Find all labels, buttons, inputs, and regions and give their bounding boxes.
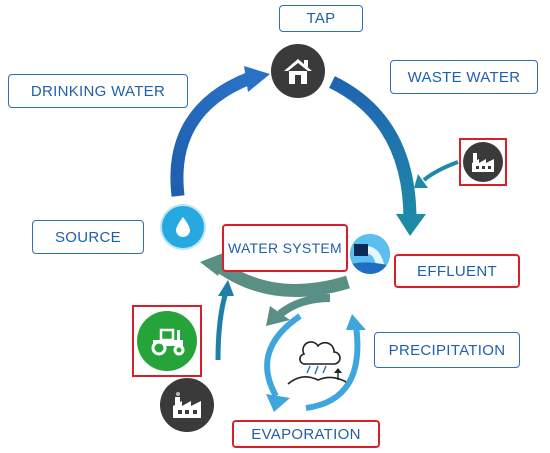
- tap-label: TAP: [279, 5, 363, 32]
- effluent-node: [350, 234, 390, 274]
- waste-water-label: WASTE WATER: [390, 60, 538, 94]
- weather-illustration: [284, 336, 350, 386]
- house-icon: [284, 59, 312, 84]
- source-node: [160, 204, 206, 250]
- arrow-factory-to-stream: [414, 160, 459, 188]
- source-label: SOURCE: [32, 220, 144, 254]
- water-outflow-icon: [350, 234, 390, 274]
- agriculture-node: [137, 311, 197, 371]
- evaporation-label: EVAPORATION: [232, 420, 380, 448]
- industry-node: [160, 378, 214, 432]
- arrow-agriculture-to-return: [215, 280, 234, 361]
- tap-node: [271, 44, 325, 98]
- natural-cycle-arrows: [264, 294, 366, 412]
- arrow-source-to-tap: [170, 66, 270, 197]
- tractor-icon: [151, 328, 185, 356]
- agriculture-highlight: [132, 305, 202, 377]
- waste-factory-highlight: [459, 138, 507, 186]
- waste-factory-node: [463, 142, 503, 182]
- factory-icon: [173, 392, 201, 418]
- effluent-label: EFFLUENT: [394, 254, 520, 288]
- water-system-label: WATER SYSTEM: [222, 224, 348, 272]
- arrow-tap-to-water-system: [329, 76, 426, 236]
- rain-cloud-icon: [287, 341, 347, 385]
- water-drop-icon: [176, 217, 190, 237]
- precipitation-label: PRECIPITATION: [374, 332, 520, 368]
- factory-icon: [472, 153, 494, 172]
- drinking-water-label: DRINKING WATER: [8, 74, 188, 108]
